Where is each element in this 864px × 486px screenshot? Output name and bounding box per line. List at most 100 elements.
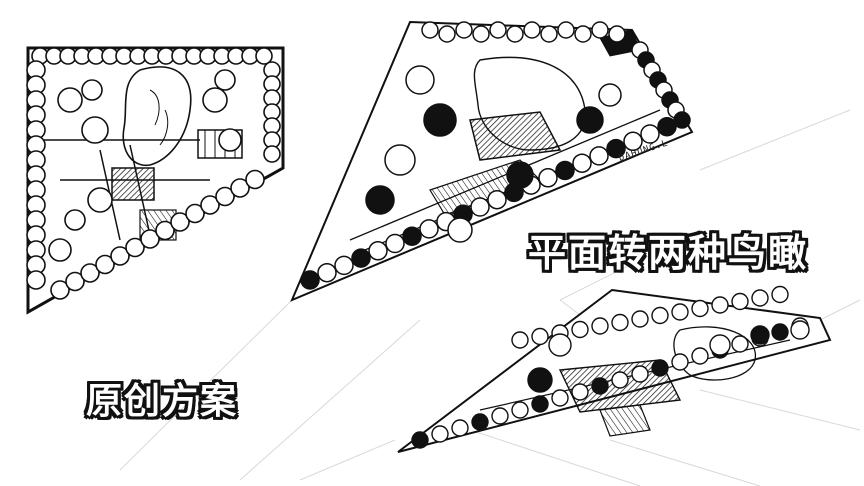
tree-canopy xyxy=(506,161,534,189)
tree-canopy xyxy=(334,255,354,276)
perspective-title: 平面转两种鸟瞰 xyxy=(528,231,809,275)
tree-canopy xyxy=(451,419,469,437)
tree-canopy xyxy=(202,87,228,113)
tree-canopy xyxy=(170,212,190,232)
tree-canopy xyxy=(557,21,575,39)
tree-canopy xyxy=(631,365,649,383)
tree-canopy xyxy=(140,229,160,249)
tree-canopy xyxy=(671,353,689,371)
tree-canopy xyxy=(523,21,541,39)
tree-canopy xyxy=(402,226,422,246)
tree-canopy xyxy=(598,83,622,107)
tree-canopy xyxy=(671,303,689,321)
tree-canopy xyxy=(471,413,489,431)
tree-canopy xyxy=(657,116,677,137)
tree-canopy xyxy=(691,299,709,318)
tree-canopy xyxy=(651,306,669,325)
tree-canopy xyxy=(215,186,235,207)
tree-canopy xyxy=(447,217,473,243)
tree-canopy xyxy=(606,138,626,159)
tree-canopy xyxy=(48,238,72,262)
tree-canopy xyxy=(65,271,85,292)
tree-canopy xyxy=(80,263,100,283)
tree-canopy xyxy=(26,270,46,290)
tree-canopy xyxy=(572,153,592,173)
tree-canopy xyxy=(527,367,553,393)
tree-canopy xyxy=(95,254,115,275)
tree-canopy xyxy=(57,87,83,113)
tree-canopy xyxy=(491,407,509,425)
tree-canopy xyxy=(214,69,236,91)
tree-canopy xyxy=(87,187,113,213)
tree-canopy xyxy=(472,25,490,43)
tree-canopy xyxy=(245,169,265,190)
tree-canopy xyxy=(125,237,145,258)
original-title: 原创方案 xyxy=(86,381,239,422)
tree-canopy xyxy=(487,189,507,210)
tree-canopy xyxy=(640,124,660,144)
tree-canopy xyxy=(255,47,273,65)
tree-canopy xyxy=(576,106,604,134)
tree-canopy xyxy=(731,335,749,353)
tree-canopy xyxy=(771,323,789,341)
tree-canopy xyxy=(691,347,709,365)
tree-canopy xyxy=(731,292,749,311)
tree-canopy xyxy=(81,79,103,101)
tree-canopy xyxy=(611,371,629,389)
tree-canopy xyxy=(709,334,731,356)
tree-canopy xyxy=(506,25,524,43)
tree-canopy xyxy=(538,168,558,188)
tree-canopy xyxy=(571,320,589,339)
tree-canopy xyxy=(651,359,669,377)
tree-canopy xyxy=(611,313,629,332)
tree-canopy xyxy=(419,219,439,239)
tree-canopy xyxy=(591,21,609,39)
tree-canopy xyxy=(317,262,337,283)
tree-canopy xyxy=(489,21,507,39)
tree-canopy xyxy=(263,145,281,163)
tree-canopy xyxy=(790,320,810,340)
tree-canopy xyxy=(555,160,575,181)
tree-canopy xyxy=(455,21,473,39)
tree-canopy xyxy=(540,25,558,43)
tree-canopy xyxy=(623,131,643,152)
aerial-one-tree-masses xyxy=(300,21,691,290)
tree-canopy xyxy=(591,317,609,335)
tree-canopy xyxy=(50,280,70,300)
tree-canopy xyxy=(673,111,691,129)
tree-canopy xyxy=(771,285,789,304)
tree-canopy xyxy=(421,21,439,39)
tree-canopy xyxy=(185,203,205,224)
tree-canopy xyxy=(218,128,242,152)
tree-canopy xyxy=(365,185,395,215)
plan-tree-canopies xyxy=(26,47,281,300)
tree-canopy xyxy=(551,389,569,407)
tree-canopy xyxy=(608,25,626,43)
tree-canopy xyxy=(230,178,250,198)
tree-canopy xyxy=(384,144,416,176)
tree-canopy xyxy=(531,395,549,413)
tree-canopy xyxy=(548,333,572,357)
tree-canopy xyxy=(64,209,86,231)
tree-canopy xyxy=(405,65,435,95)
tree-canopy xyxy=(574,25,592,43)
tree-canopy xyxy=(438,25,456,43)
tree-canopy xyxy=(81,116,109,144)
tree-canopy xyxy=(470,197,490,217)
tree-canopy xyxy=(431,425,449,443)
tree-canopy xyxy=(351,248,371,268)
tree-canopy xyxy=(385,233,405,254)
tree-canopy xyxy=(711,296,729,314)
tree-canopy xyxy=(531,327,549,346)
tree-canopy xyxy=(200,195,220,215)
tree-canopy xyxy=(631,310,649,328)
tree-canopy xyxy=(511,401,529,419)
tree-canopy xyxy=(750,325,770,345)
tree-canopy xyxy=(411,431,429,449)
tree-canopy xyxy=(511,331,529,349)
tree-canopy xyxy=(423,103,457,137)
tree-canopy xyxy=(751,289,769,307)
tree-canopy xyxy=(368,241,388,261)
tree-canopy xyxy=(589,146,609,166)
